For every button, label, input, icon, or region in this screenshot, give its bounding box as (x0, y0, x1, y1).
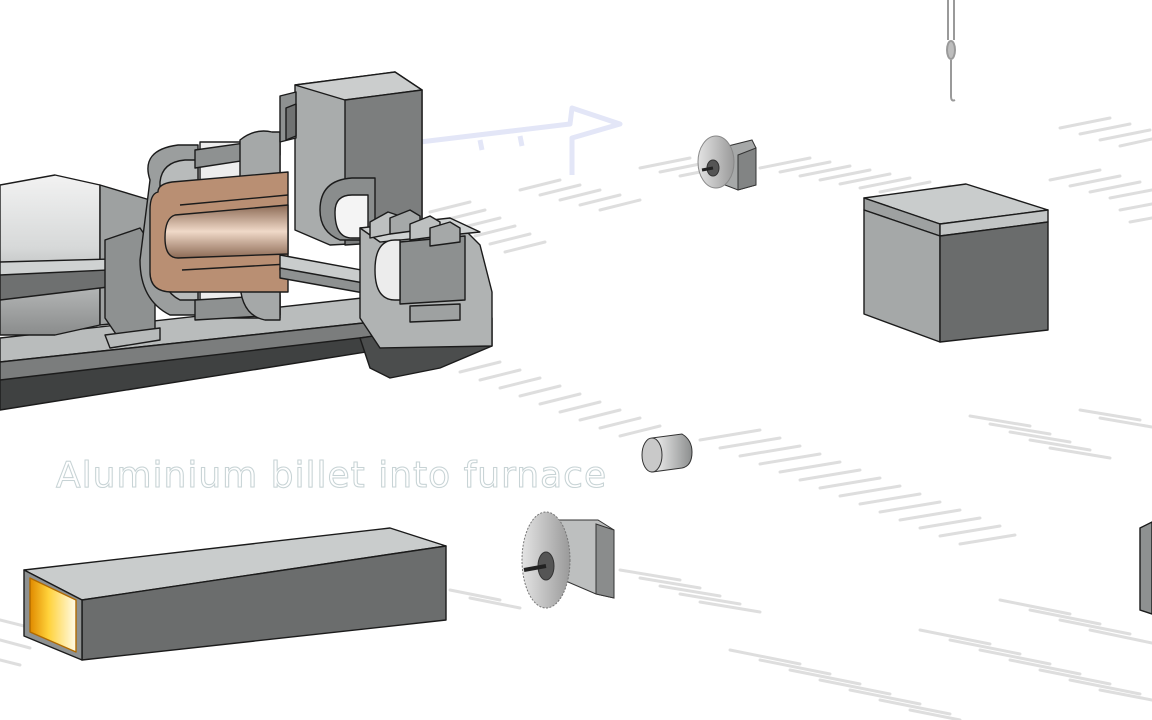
aluminium-billet (641, 433, 693, 473)
crane-hook-icon (946, 0, 956, 102)
table-edge-right (1139, 521, 1152, 615)
saw-unit-large (521, 511, 615, 609)
scene-caption: Aluminium billet into furnace (55, 455, 608, 497)
cooling-box (863, 183, 1049, 343)
saw-unit-small (697, 135, 757, 191)
extrusion-press (0, 71, 493, 411)
billet-furnace (23, 527, 447, 661)
stretcher-frame-outline (419, 105, 623, 175)
